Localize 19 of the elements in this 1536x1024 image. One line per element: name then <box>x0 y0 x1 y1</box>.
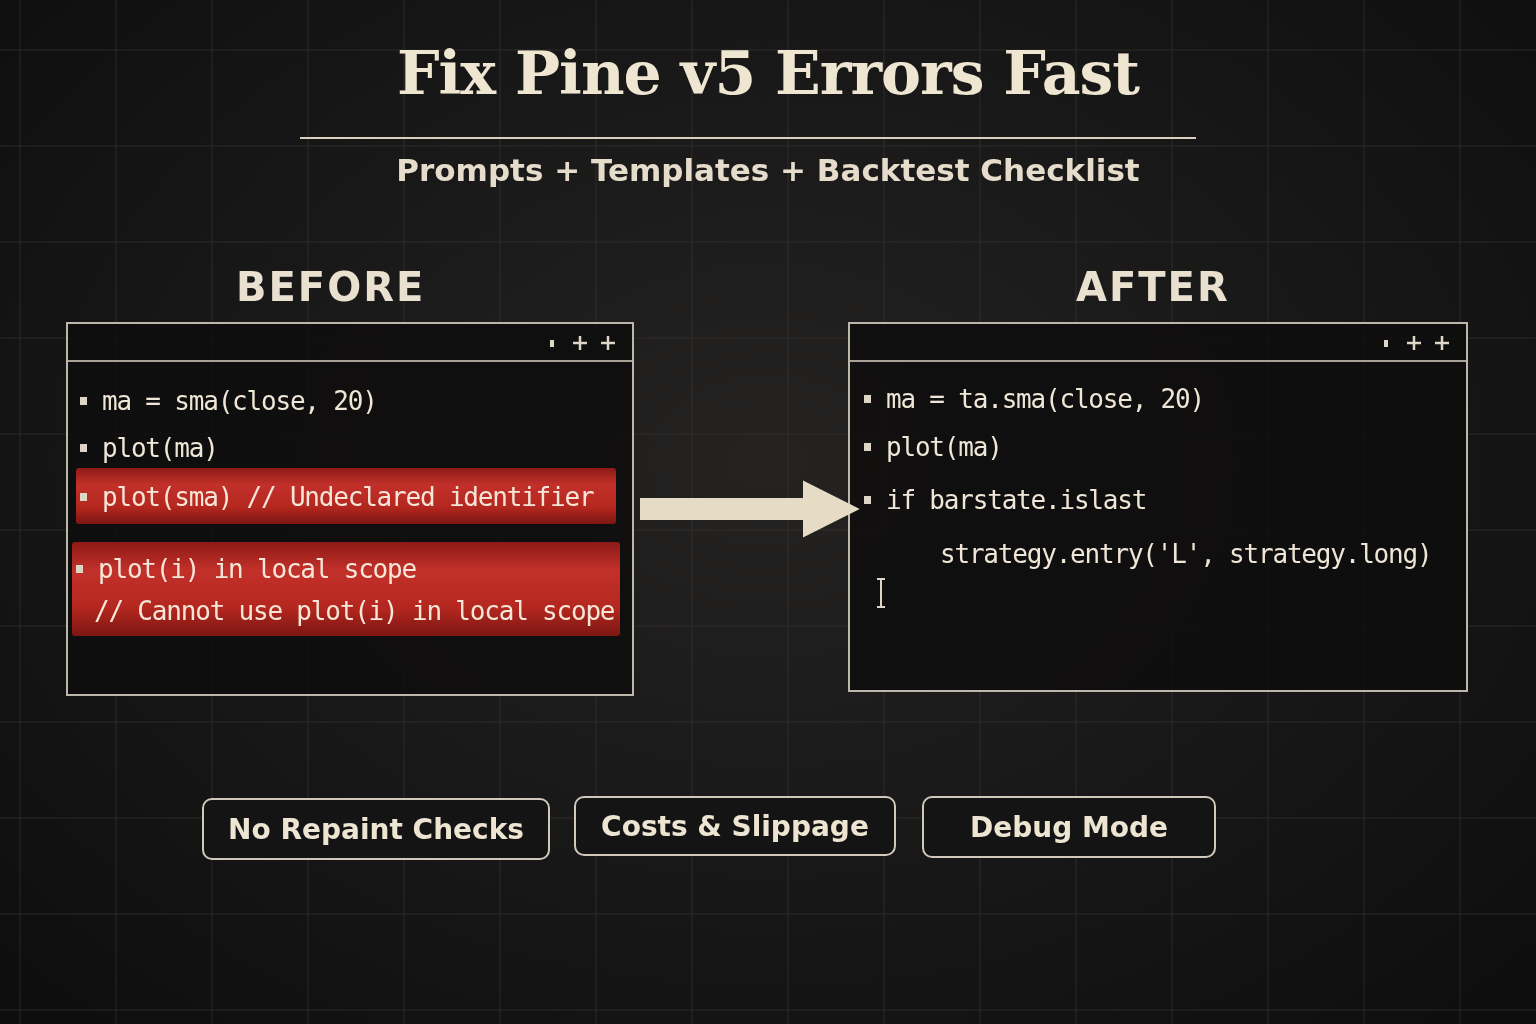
error-highlight <box>72 542 620 636</box>
arrow <box>640 480 860 538</box>
title: Fix Pine v5 Errors Fast <box>395 38 1141 108</box>
subtitle: Prompts + Templates + Backtest Checklist <box>395 152 1141 188</box>
tag-label: Costs & Slippage <box>574 796 896 856</box>
panel-heading: AFTER <box>1076 264 1230 310</box>
error-code-line: plot(sma) // Undeclared identifier <box>102 481 594 514</box>
tag-label: No Repaint Checks <box>202 798 550 860</box>
tag-label: Debug Mode <box>922 796 1216 858</box>
error-code-line: // Cannot use plot(i) in local scope <box>94 595 615 628</box>
code-line: ma = ta.sma(close, 20) <box>886 383 1204 416</box>
error-code-line: plot(i) in local scope <box>98 553 416 586</box>
code-line: strategy.entry('L', strategy.long) <box>940 538 1432 571</box>
panel-heading: BEFORE <box>236 264 426 310</box>
code-line: plot(ma) <box>886 431 1002 464</box>
code-line: if barstate.islast <box>886 484 1147 517</box>
code-line: ma = sma(close, 20) <box>102 385 377 418</box>
error-highlight <box>76 468 616 524</box>
code-line: plot(ma) <box>102 432 218 465</box>
